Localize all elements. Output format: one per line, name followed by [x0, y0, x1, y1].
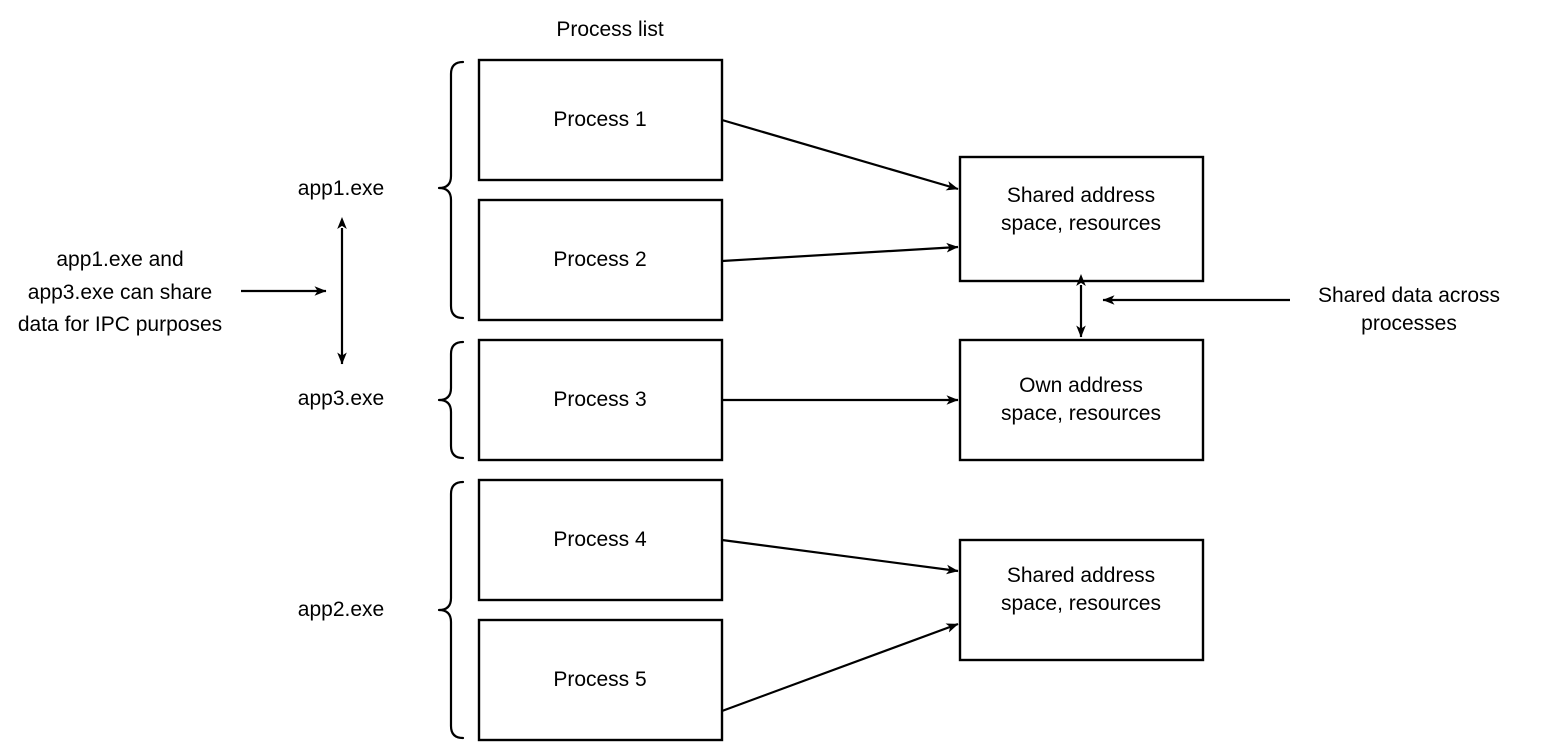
memory-box-shared-app1-rect[interactable] [958, 155, 1205, 283]
process-box-2-rect[interactable] [477, 198, 724, 322]
memory-box-shared-app1[interactable]: Shared address space, resources [958, 155, 1205, 283]
connector-process4-to-shared [721, 538, 959, 575]
memory-box-shared-app2-line2: space, resources [1001, 592, 1161, 615]
process-box-4[interactable]: Process 4 [477, 478, 724, 602]
shared-data-note-line1: Shared data across [1318, 284, 1500, 307]
process-box-1-label: Process 1 [553, 108, 646, 131]
process-box-2-label: Process 2 [553, 248, 646, 271]
ipc-note: app1.exe and app3.exe can share data for… [18, 248, 222, 336]
brace-app1 [437, 60, 465, 320]
memory-box-shared-app2-line1: Shared address [1007, 564, 1155, 587]
process-list-title: Process list [556, 18, 664, 41]
memory-box-shared-app1-line2: space, resources [1001, 212, 1161, 235]
memory-box-own-app3[interactable]: Own address space, resources [958, 338, 1205, 462]
shared-data-note: Shared data across processes [1318, 284, 1500, 335]
memory-box-shared-app1-line1: Shared address [1007, 184, 1155, 207]
process-box-1-rect[interactable] [477, 58, 724, 182]
app-label-app1: app1.exe [298, 177, 384, 200]
process-box-2[interactable]: Process 2 [477, 198, 724, 322]
process-box-3-label: Process 3 [553, 388, 646, 411]
process-box-3[interactable]: Process 3 [477, 338, 724, 462]
memory-box-shared-app2-rect[interactable] [958, 538, 1205, 662]
connector-process2-to-shared [721, 242, 959, 263]
ipc-note-line2: app3.exe can share [28, 281, 212, 304]
app-label-app2: app2.exe [298, 598, 384, 621]
ipc-note-line3: data for IPC purposes [18, 313, 222, 336]
connector-process5-to-shared [721, 622, 959, 713]
process-box-1[interactable]: Process 1 [477, 58, 724, 182]
brace-app2 [437, 480, 465, 740]
process-box-5[interactable]: Process 5 [477, 618, 724, 742]
connector-process1-to-shared [721, 118, 959, 191]
brace-app3 [437, 340, 465, 460]
process-box-5-label: Process 5 [553, 668, 646, 691]
process-box-4-label: Process 4 [553, 528, 647, 551]
shared-data-note-line2: processes [1361, 312, 1457, 335]
process-box-4-rect[interactable] [477, 478, 724, 602]
memory-box-own-app3-line2: space, resources [1001, 402, 1161, 425]
ipc-note-line1: app1.exe and [56, 248, 183, 271]
memory-box-own-app3-line1: Own address [1019, 374, 1143, 397]
process-box-3-rect[interactable] [477, 338, 724, 462]
memory-box-own-app3-rect[interactable] [958, 338, 1205, 462]
app-label-app3: app3.exe [298, 387, 384, 410]
process-box-5-rect[interactable] [477, 618, 724, 742]
memory-box-shared-app2[interactable]: Shared address space, resources [958, 538, 1205, 662]
